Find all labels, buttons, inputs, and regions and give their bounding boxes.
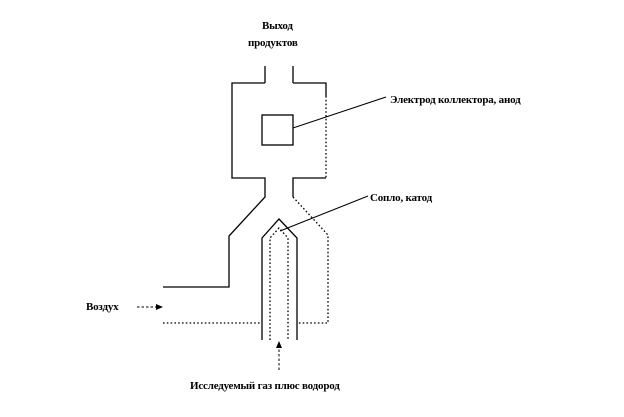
- sample-gas-label: Исследуемый газ плюс водород: [190, 380, 340, 392]
- outlet-label-line2: продуктов: [248, 37, 298, 49]
- nozzle-outline: [261, 218, 298, 340]
- nozzle-inner-wall: [269, 227, 289, 340]
- collector-leader-line: [292, 96, 387, 129]
- nozzle-label: Сопло, катод: [370, 192, 432, 204]
- air-label: Воздух: [86, 301, 119, 313]
- outlet-label-line1: Выход: [262, 20, 293, 32]
- chamber-top-right: [293, 82, 327, 96]
- chamber-left-wall: [163, 82, 266, 288]
- air-arrow-head: [156, 304, 163, 310]
- chamber-bottom-right: [292, 177, 326, 197]
- sample-gas-arrow-head: [276, 341, 282, 348]
- collector-electrode-label: Электрод коллектора, анод: [390, 94, 521, 106]
- outer-right-wall: [292, 196, 329, 324]
- collector-electrode: [261, 114, 294, 146]
- nozzle-leader-line: [279, 195, 369, 232]
